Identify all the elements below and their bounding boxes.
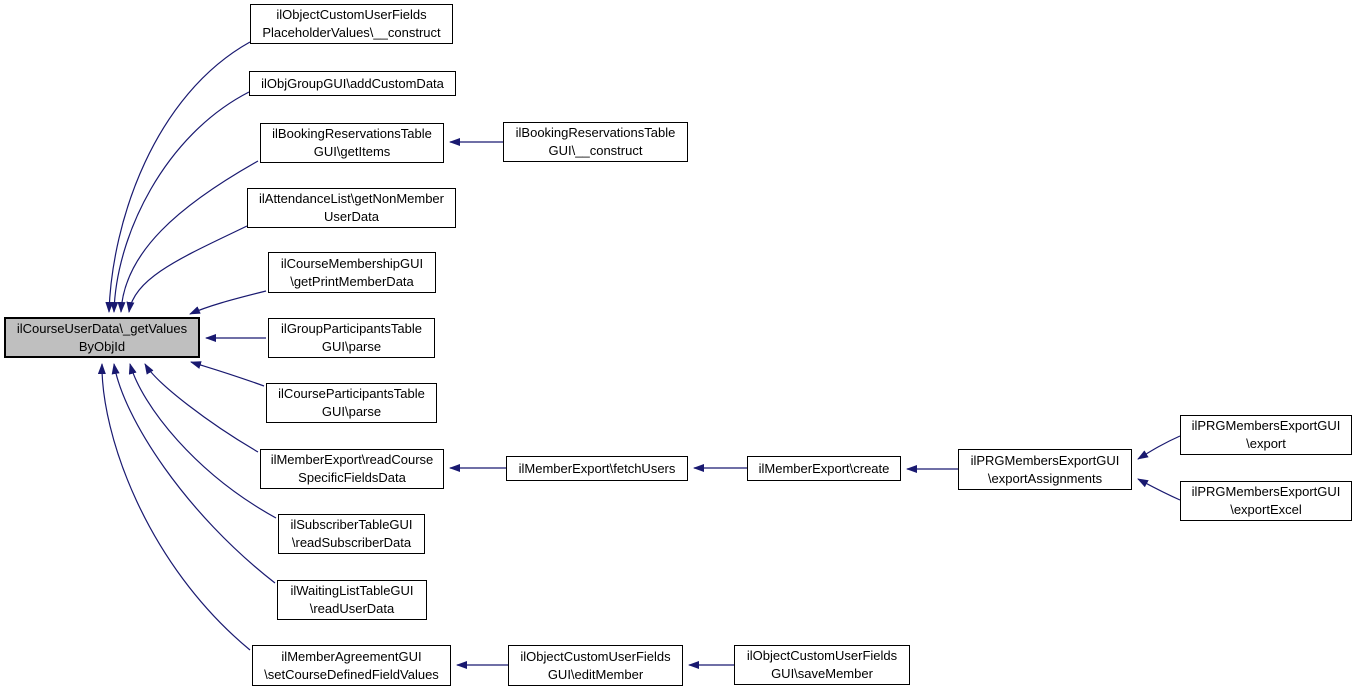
node-label-line: \readUserData bbox=[309, 601, 395, 616]
node-label-line: \export bbox=[1246, 436, 1286, 451]
node-prg-export[interactable]: ilPRGMembersExportGUI \export bbox=[1180, 415, 1352, 455]
node-label-line: ilPRGMembersExportGUI bbox=[970, 452, 1120, 468]
edge-add-custom-data-to-get-values-by-obj-id bbox=[110, 91, 250, 313]
node-label-line: ilMemberExport\create bbox=[758, 460, 890, 476]
node-label-line: ilAttendanceList\getNonMember bbox=[259, 191, 444, 206]
node-member-agreement-set-values[interactable]: ilMemberAgreementGUI \setCourseDefinedFie… bbox=[252, 645, 451, 686]
node-label-line: ilObjGroupGUI\addCustomData bbox=[261, 75, 444, 91]
node-label-line: ilMemberExport\fetchUsers bbox=[518, 460, 676, 476]
edge-prg-export-excel-to-prg-export-assignments bbox=[1137, 478, 1181, 501]
node-label-line: ilWaitingListTableGUI bbox=[290, 583, 414, 598]
node-label-line: GUI\parse bbox=[321, 339, 382, 354]
node-label-line: ilMemberExport\readCourse bbox=[270, 452, 434, 467]
edge-booking-get-items-to-get-values-by-obj-id bbox=[117, 160, 259, 313]
node-label-line: ByObjId bbox=[78, 338, 126, 354]
node-label-line: ilCourseParticipantsTable bbox=[278, 386, 425, 401]
node-label-line: \setCourseDefinedFieldValues bbox=[264, 666, 439, 682]
node-label-line: ilObjectCustomUserFields bbox=[746, 648, 898, 663]
node-label-line: ilBookingReservationsTable bbox=[272, 126, 432, 141]
node-label-line: UserData bbox=[324, 209, 379, 224]
edge-member-export-read-course-to-get-values-by-obj-id bbox=[144, 363, 259, 453]
node-membership-get-print-member-data[interactable]: ilCourseMembershipGUI \getPrintMemberData bbox=[268, 252, 436, 293]
node-member-export-create[interactable]: ilMemberExport\create bbox=[747, 456, 901, 481]
node-label-line: \exportExcel bbox=[1230, 502, 1302, 517]
edge-waiting-list-read-user-data-to-get-values-by-obj-id bbox=[111, 363, 276, 584]
node-label-line: GUI\parse bbox=[321, 404, 382, 419]
edge-placeholder-values-construct-to-get-values-by-obj-id bbox=[105, 41, 251, 313]
node-prg-export-assignments[interactable]: ilPRGMembersExportGUI \exportAssignments bbox=[958, 449, 1132, 490]
node-label-line: \getPrintMemberData bbox=[290, 273, 414, 289]
node-label-line: GUI\saveMember bbox=[771, 666, 873, 681]
node-add-custom-data[interactable]: ilObjGroupGUI\addCustomData bbox=[249, 71, 456, 96]
node-label-line: ilObjectCustomUserFields bbox=[276, 7, 427, 22]
node-label-line: GUI\editMember bbox=[547, 666, 644, 682]
edge-course-participants-parse-to-get-values-by-obj-id bbox=[190, 361, 265, 387]
edge-subscriber-read-data-to-get-values-by-obj-id bbox=[128, 363, 277, 519]
node-label-line: ilBookingReservationsTable bbox=[515, 125, 676, 140]
edge-member-agreement-set-values-to-get-values-by-obj-id bbox=[97, 363, 251, 651]
node-prg-export-excel[interactable]: ilPRGMembersExportGUI \exportExcel bbox=[1180, 481, 1352, 521]
node-waiting-list-read-user-data[interactable]: ilWaitingListTableGUI \readUserData bbox=[277, 580, 427, 620]
node-label-line: ilMemberAgreementGUI bbox=[281, 648, 422, 664]
node-label-line: ilObjectCustomUserFields bbox=[520, 648, 671, 664]
node-label-line: \readSubscriberData bbox=[291, 535, 412, 550]
node-label-line: ilCourseMembershipGUI bbox=[280, 255, 424, 271]
edge-prg-export-to-prg-export-assignments bbox=[1137, 435, 1181, 460]
node-label-line: PlaceholderValues\__construct bbox=[262, 25, 441, 40]
node-label-line: ilCourseUserData\_getValues bbox=[16, 320, 188, 336]
node-label-line: ilPRGMembersExportGUI bbox=[1191, 418, 1341, 433]
node-member-export-fetch-users[interactable]: ilMemberExport\fetchUsers bbox=[506, 456, 688, 481]
edge-attendance-get-non-member-to-get-values-by-obj-id bbox=[126, 225, 248, 313]
node-label-line: ilSubscriberTableGUI bbox=[290, 517, 413, 532]
node-label-line: SpecificFieldsData bbox=[298, 470, 406, 485]
node-label-line: GUI\getItems bbox=[313, 144, 391, 159]
edge-membership-get-print-member-data-to-get-values-by-obj-id bbox=[189, 290, 267, 315]
node-label-line: ilGroupParticipantsTable bbox=[281, 321, 422, 336]
node-label-line: GUI\__construct bbox=[548, 143, 643, 158]
node-subscriber-read-data[interactable]: ilSubscriberTableGUI \readSubscriberData bbox=[278, 514, 425, 554]
node-label-line: \exportAssignments bbox=[987, 470, 1103, 486]
node-label-line: ilPRGMembersExportGUI bbox=[1191, 484, 1341, 499]
